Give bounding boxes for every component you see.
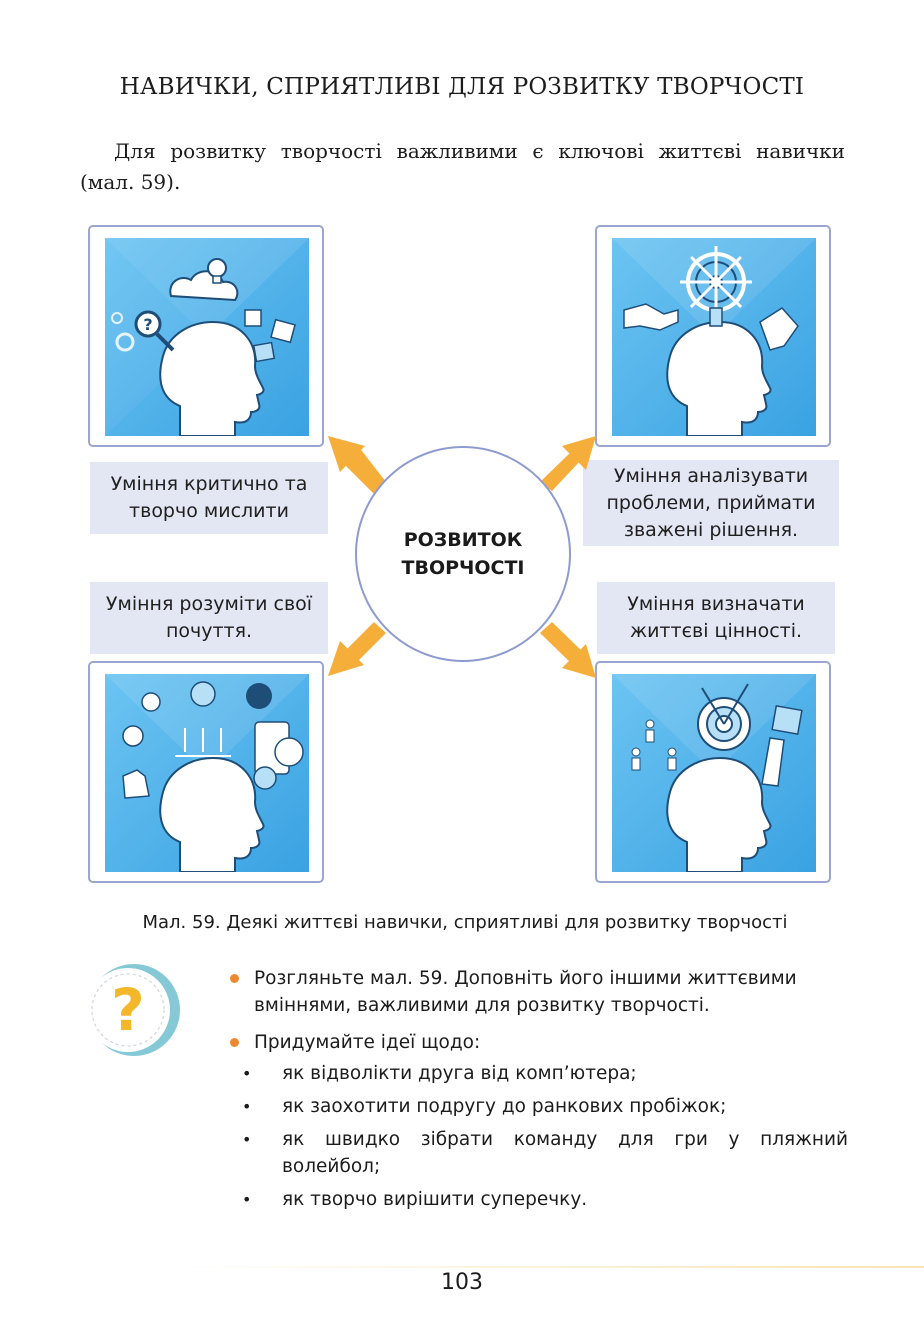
subtask-item: • як відволікти друга від комп’ютера; — [230, 1060, 848, 1087]
svg-text:?: ? — [143, 315, 152, 334]
skill-label-top-left: Уміння критично та творчо мислити — [90, 462, 328, 534]
head-thinking-icon: ? — [105, 238, 309, 436]
task-item: Розгляньте мал. 59. Доповніть його іншим… — [230, 965, 848, 1019]
footer-divider — [180, 1266, 924, 1268]
task-list: Розгляньте мал. 59. Доповніть його іншим… — [230, 965, 848, 1219]
panel-critical-thinking: ? — [88, 225, 324, 447]
panel-decision-making — [595, 225, 831, 447]
question-mark-icon: ? — [86, 964, 180, 1056]
bullet: • — [242, 1130, 252, 1149]
bullet: • — [242, 1097, 252, 1116]
figure-caption: Мал. 59. Деякі життєві навички, сприятли… — [142, 912, 788, 933]
subtask-item: • як заохотити подругу до ранкових пробі… — [230, 1093, 848, 1120]
bullet-dot — [230, 1038, 239, 1047]
task-text: Розгляньте мал. 59. Доповніть його іншим… — [254, 968, 797, 1016]
skill-label-top-right: Уміння аналізувати проблеми, приймати зв… — [583, 460, 839, 546]
panel-emotions — [88, 661, 324, 883]
subtask-text: як швидко зібрати команду для гри у пляж… — [282, 1129, 848, 1177]
head-emotions-icon — [105, 674, 309, 872]
arrow-bottom-right — [540, 622, 596, 678]
task-text: Придумайте ідеї щодо: — [254, 1032, 481, 1053]
arrow-bottom-left — [328, 622, 386, 676]
subtask-item: • як творчо вирішити суперечку. — [230, 1186, 848, 1213]
subtask-text: як творчо вирішити суперечку. — [282, 1189, 588, 1210]
svg-text:?: ? — [111, 976, 145, 1044]
center-circle: РОЗВИТОК ТВОРЧОСТІ — [355, 446, 571, 662]
head-values-icon — [612, 674, 816, 872]
panel-values — [595, 661, 831, 883]
subtask-text: як заохотити подругу до ранкових пробіжо… — [282, 1096, 727, 1117]
skill-label-bottom-left: Уміння розуміти свої почуття. — [90, 582, 328, 654]
arrow-top-left — [328, 436, 386, 494]
subtask-item: • як швидко зібрати команду для гри у пл… — [230, 1126, 848, 1180]
head-decision-icon — [612, 238, 816, 436]
bullet: • — [242, 1190, 252, 1209]
bullet: • — [242, 1064, 252, 1083]
skill-label-bottom-right: Уміння визначати життєві цінності. — [597, 582, 835, 654]
subtask-text: як відволікти друга від комп’ютера; — [282, 1063, 637, 1084]
arrow-top-right — [540, 436, 596, 491]
task-item: Придумайте ідеї щодо: — [230, 1029, 848, 1056]
center-label: РОЗВИТОК ТВОРЧОСТІ — [401, 529, 525, 579]
bullet-dot — [230, 974, 239, 983]
intro-paragraph: Для розвитку творчості важливими є ключо… — [80, 139, 845, 194]
page-title: НАВИЧКИ, СПРИЯТЛИВІ ДЛЯ РОЗВИТКУ ТВОРЧОС… — [119, 74, 805, 100]
page-number: 103 — [441, 1270, 483, 1295]
